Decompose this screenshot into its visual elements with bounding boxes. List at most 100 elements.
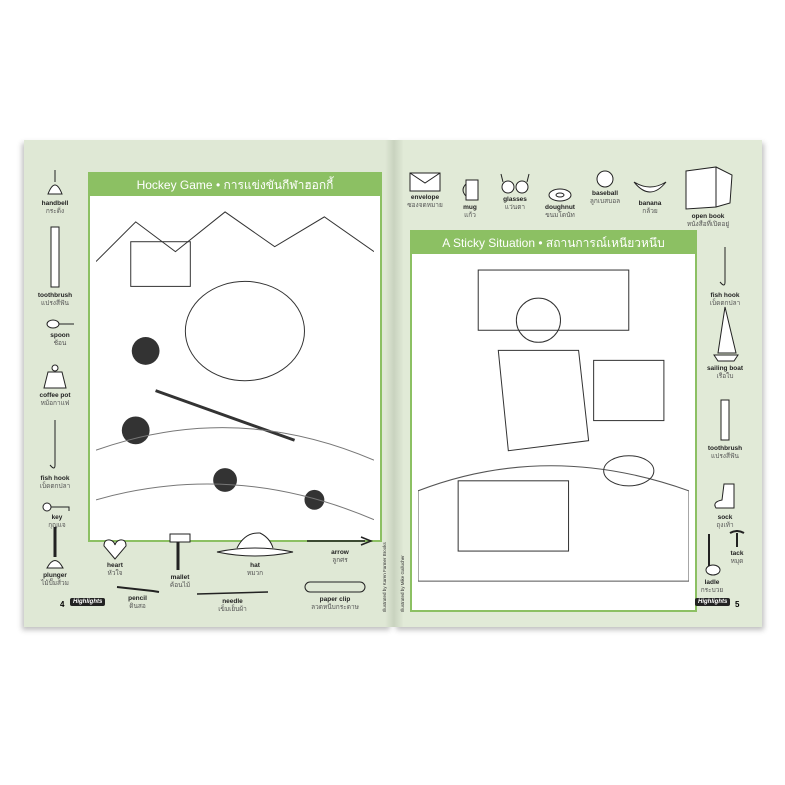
highlights-logo: Highlights [695,598,731,606]
toothbrush-icon [720,399,730,441]
item-label-th: เบ็ดตกปลา [709,300,741,307]
toothbrush-icon [50,226,60,288]
item-label-th: กระดิ่ง [45,208,65,215]
item-label-th: ซองจดหมาย [407,202,443,209]
item-label-th: กระบวย [700,587,724,594]
item-label-en: sailing boat [706,365,744,372]
sailing-boat-icon [713,306,739,362]
item-label-en: needle [222,598,243,605]
open-book-icon [685,166,733,210]
item-label-en: heart [107,562,123,569]
item-label-en: key [51,514,63,521]
book-gutter [385,140,403,627]
key-icon [42,502,70,512]
item-label-en: coffee pot [39,392,71,399]
item-label-th: ขนมโดนัท [545,212,575,219]
page-number: 5 [735,600,740,609]
item-label-en: fish hook [40,475,70,482]
item-label-en: banana [638,200,662,207]
item-label-th: หม้อกาแฟ [40,400,70,407]
item-label-en: mallet [170,574,190,581]
item-label-th: ลูกศร [332,557,348,564]
handbell-icon [47,170,63,195]
item-label-th: ลวดหนีบกระดาษ [311,604,359,611]
illustrator-credit: Illustrated by Karen Farmer Brooks [382,542,387,612]
item-label-en: paper clip [319,596,351,603]
doughnut-icon [548,188,572,202]
highlights-logo: Highlights [70,598,106,606]
item-label-en: spoon [50,332,70,339]
sock-icon [714,483,735,509]
baseball-icon [596,170,614,188]
item-label-th: ดินสอ [129,603,146,610]
coffee-pot-icon [43,364,67,389]
heart-icon [103,539,127,560]
hockey-scene-illustration [96,211,374,521]
sticky-situation-puzzle: A Sticky Situation • สถานการณ์เหนียวหนึบ [410,230,697,612]
item-label-th: หมุด [730,558,744,565]
item-label-th: หนังสือที่เปิดอยู่ [686,221,730,228]
hat-icon [216,532,294,557]
item-label-th: เรือใบ [716,373,734,380]
banana-icon [633,181,667,193]
item-label-en: handbell [41,200,69,207]
item-label-en: envelope [410,194,440,201]
glasses-icon [500,173,530,194]
item-label-th: แว่นตา [504,204,526,211]
item-label-en: fish hook [710,292,740,299]
illustrator-credit: Illustrated by Mike Gallucher [400,555,405,612]
tack-icon [729,530,745,547]
item-label-th: กุญแจ [48,522,66,529]
item-label-th: ช้อน [53,340,67,347]
item-label-en: toothbrush [37,292,73,299]
item-label-en: doughnut [545,204,575,211]
item-label-en: mug [463,204,477,211]
envelope-icon [409,172,441,192]
mallet-icon [169,533,191,570]
pencil-icon [116,586,160,593]
item-label-th: ลูกเบสบอล [589,198,621,205]
ladle-icon [705,534,721,576]
spoon-icon [46,319,74,329]
item-label-en: sock [717,514,733,521]
item-label-en: arrow [331,549,349,556]
item-label-th: หมวก [246,570,264,577]
item-label-th: แก้ว [464,212,476,219]
item-label-en: plunger [43,572,67,579]
needle-icon [196,591,269,595]
sticky-scene-illustration [418,269,689,582]
paper-clip-icon [304,581,365,593]
plunger-icon [46,527,64,569]
puzzle-title: Hockey Game • การแข่งขันกีฬาฮอกกี้ [90,174,380,196]
item-label-th: ค้อนไม้ [169,582,191,589]
item-label-th: เข็มเย็บผ้า [218,606,247,613]
item-label-en: ladle [704,579,720,586]
page-number: 4 [60,600,65,609]
item-label-th: เบ็ดตกปลา [39,483,71,490]
item-label-th: หัวใจ [107,570,123,577]
item-label-th: ไม้ปั๊มส้วม [41,580,69,587]
item-label-en: hat [250,562,260,569]
